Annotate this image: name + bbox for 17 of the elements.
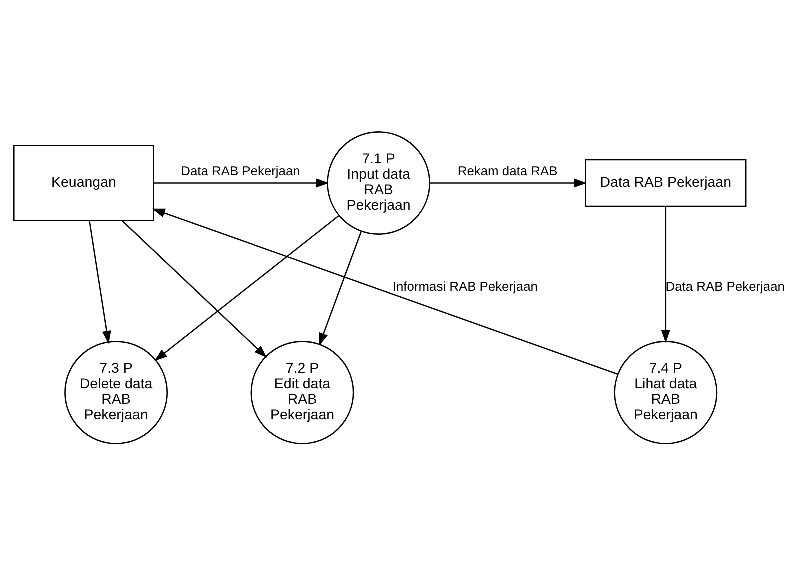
arrow xyxy=(154,178,330,188)
arrow xyxy=(152,208,618,374)
edge-label: Data RAB Pekerjaan xyxy=(666,278,785,294)
arrow xyxy=(89,220,112,344)
arrow xyxy=(319,230,362,346)
node-box: Keuangan xyxy=(13,144,154,221)
node-circle: 7.1 P Input data RAB Pekerjaan xyxy=(327,131,431,234)
node-circle: 7.4 P Lihat data RAB Pekerjaan xyxy=(614,340,718,444)
arrow xyxy=(430,178,588,188)
arrow xyxy=(661,206,670,343)
node-box: Data RAB Pekerjaan xyxy=(585,158,747,207)
edge-label: Data RAB Pekerjaan xyxy=(181,162,300,178)
arrow xyxy=(154,214,340,361)
edge-label: Rekam data RAB xyxy=(458,162,558,178)
arrow xyxy=(122,220,268,358)
edge-label: Informasi RAB Pekerjaan xyxy=(392,278,538,294)
node-circle: 7.2 P Edit data RAB Pekerjaan xyxy=(250,340,354,444)
